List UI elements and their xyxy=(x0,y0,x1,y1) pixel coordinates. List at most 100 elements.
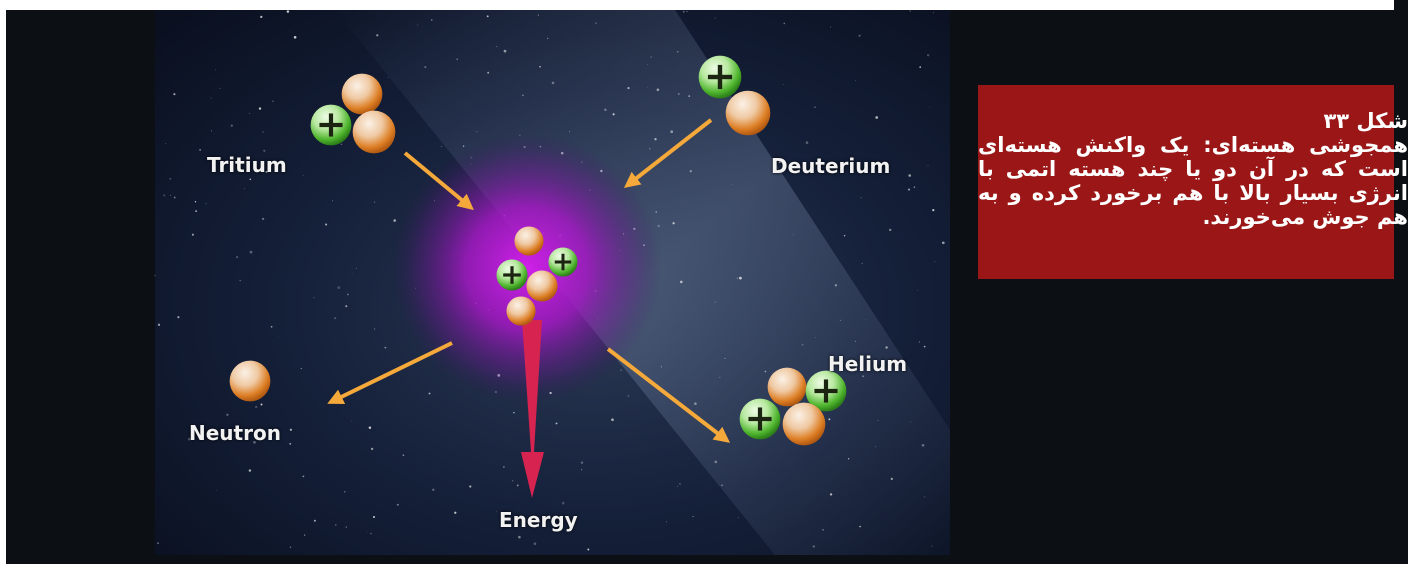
star xyxy=(654,138,657,141)
neutron-icon xyxy=(725,90,771,136)
star xyxy=(370,532,372,535)
star xyxy=(680,280,683,284)
star xyxy=(170,194,172,196)
star xyxy=(154,274,156,277)
star xyxy=(647,87,648,89)
star xyxy=(875,446,876,447)
star xyxy=(649,147,651,150)
star xyxy=(340,143,343,146)
star xyxy=(350,420,352,422)
star xyxy=(862,375,864,377)
star xyxy=(764,370,767,373)
proton-icon xyxy=(496,259,528,291)
star xyxy=(580,461,584,464)
star xyxy=(518,535,521,539)
star xyxy=(373,201,376,203)
star xyxy=(611,418,614,422)
star xyxy=(199,149,201,151)
star xyxy=(288,30,290,31)
star xyxy=(843,234,846,237)
star xyxy=(674,13,676,15)
star xyxy=(343,490,346,493)
star xyxy=(173,196,176,199)
fusion-diagram: Tritium Deuterium Helium Neutron Energy xyxy=(154,10,950,555)
star xyxy=(909,10,911,12)
star xyxy=(205,203,207,205)
star xyxy=(211,130,213,132)
star xyxy=(495,511,497,513)
star xyxy=(888,228,892,232)
star xyxy=(169,177,172,180)
star xyxy=(272,100,274,102)
star xyxy=(230,124,233,127)
star xyxy=(907,188,911,191)
star xyxy=(511,480,514,482)
star xyxy=(173,93,176,96)
neutron-icon xyxy=(341,73,383,115)
star xyxy=(714,301,716,303)
star xyxy=(931,545,933,547)
star xyxy=(335,524,337,526)
star xyxy=(885,346,888,349)
star xyxy=(356,268,357,269)
star xyxy=(537,14,539,16)
star xyxy=(555,422,558,425)
star xyxy=(533,542,537,546)
star xyxy=(919,66,922,68)
star xyxy=(487,71,490,74)
caption-body: همجوشی هسته‌ای: یک واکنش هسته‌ای است که … xyxy=(978,133,1408,229)
star xyxy=(792,234,794,235)
star xyxy=(724,357,726,359)
label-energy: Energy xyxy=(499,508,578,532)
star xyxy=(265,170,268,173)
star xyxy=(569,131,571,133)
label-deuterium: Deuterium xyxy=(771,154,891,178)
star xyxy=(513,412,515,414)
star xyxy=(428,392,431,395)
star xyxy=(286,10,290,13)
star xyxy=(677,92,680,96)
star xyxy=(909,421,911,423)
star xyxy=(387,76,389,78)
star xyxy=(334,317,337,320)
star xyxy=(177,316,180,319)
star xyxy=(373,516,375,518)
label-helium: Helium xyxy=(828,352,908,376)
star xyxy=(650,56,652,58)
star xyxy=(424,66,427,69)
star xyxy=(926,53,930,57)
star xyxy=(581,469,583,471)
star xyxy=(431,19,433,21)
star xyxy=(263,149,266,152)
caption-text: شکل ۳۳ همجوشی هسته‌ای: یک واکنش هسته‌ای … xyxy=(978,109,1408,229)
star xyxy=(163,194,166,197)
star xyxy=(679,483,681,485)
star xyxy=(805,141,809,144)
star xyxy=(370,447,374,451)
star xyxy=(345,526,347,528)
star xyxy=(249,178,252,181)
star xyxy=(244,188,246,190)
star xyxy=(719,376,721,378)
star xyxy=(929,106,931,108)
star xyxy=(688,95,691,98)
star xyxy=(913,186,916,188)
star xyxy=(366,530,368,532)
star xyxy=(739,276,742,280)
neutron-icon xyxy=(526,270,558,302)
star xyxy=(932,12,934,14)
star xyxy=(917,290,919,291)
star xyxy=(503,466,505,468)
star xyxy=(289,442,292,445)
star xyxy=(829,493,833,496)
star xyxy=(496,46,498,48)
neutron-icon xyxy=(514,226,544,256)
left-border xyxy=(0,0,6,564)
star xyxy=(270,325,273,328)
star xyxy=(194,201,197,203)
star xyxy=(839,319,842,322)
star xyxy=(302,475,305,478)
star xyxy=(908,174,911,177)
star xyxy=(861,262,863,265)
